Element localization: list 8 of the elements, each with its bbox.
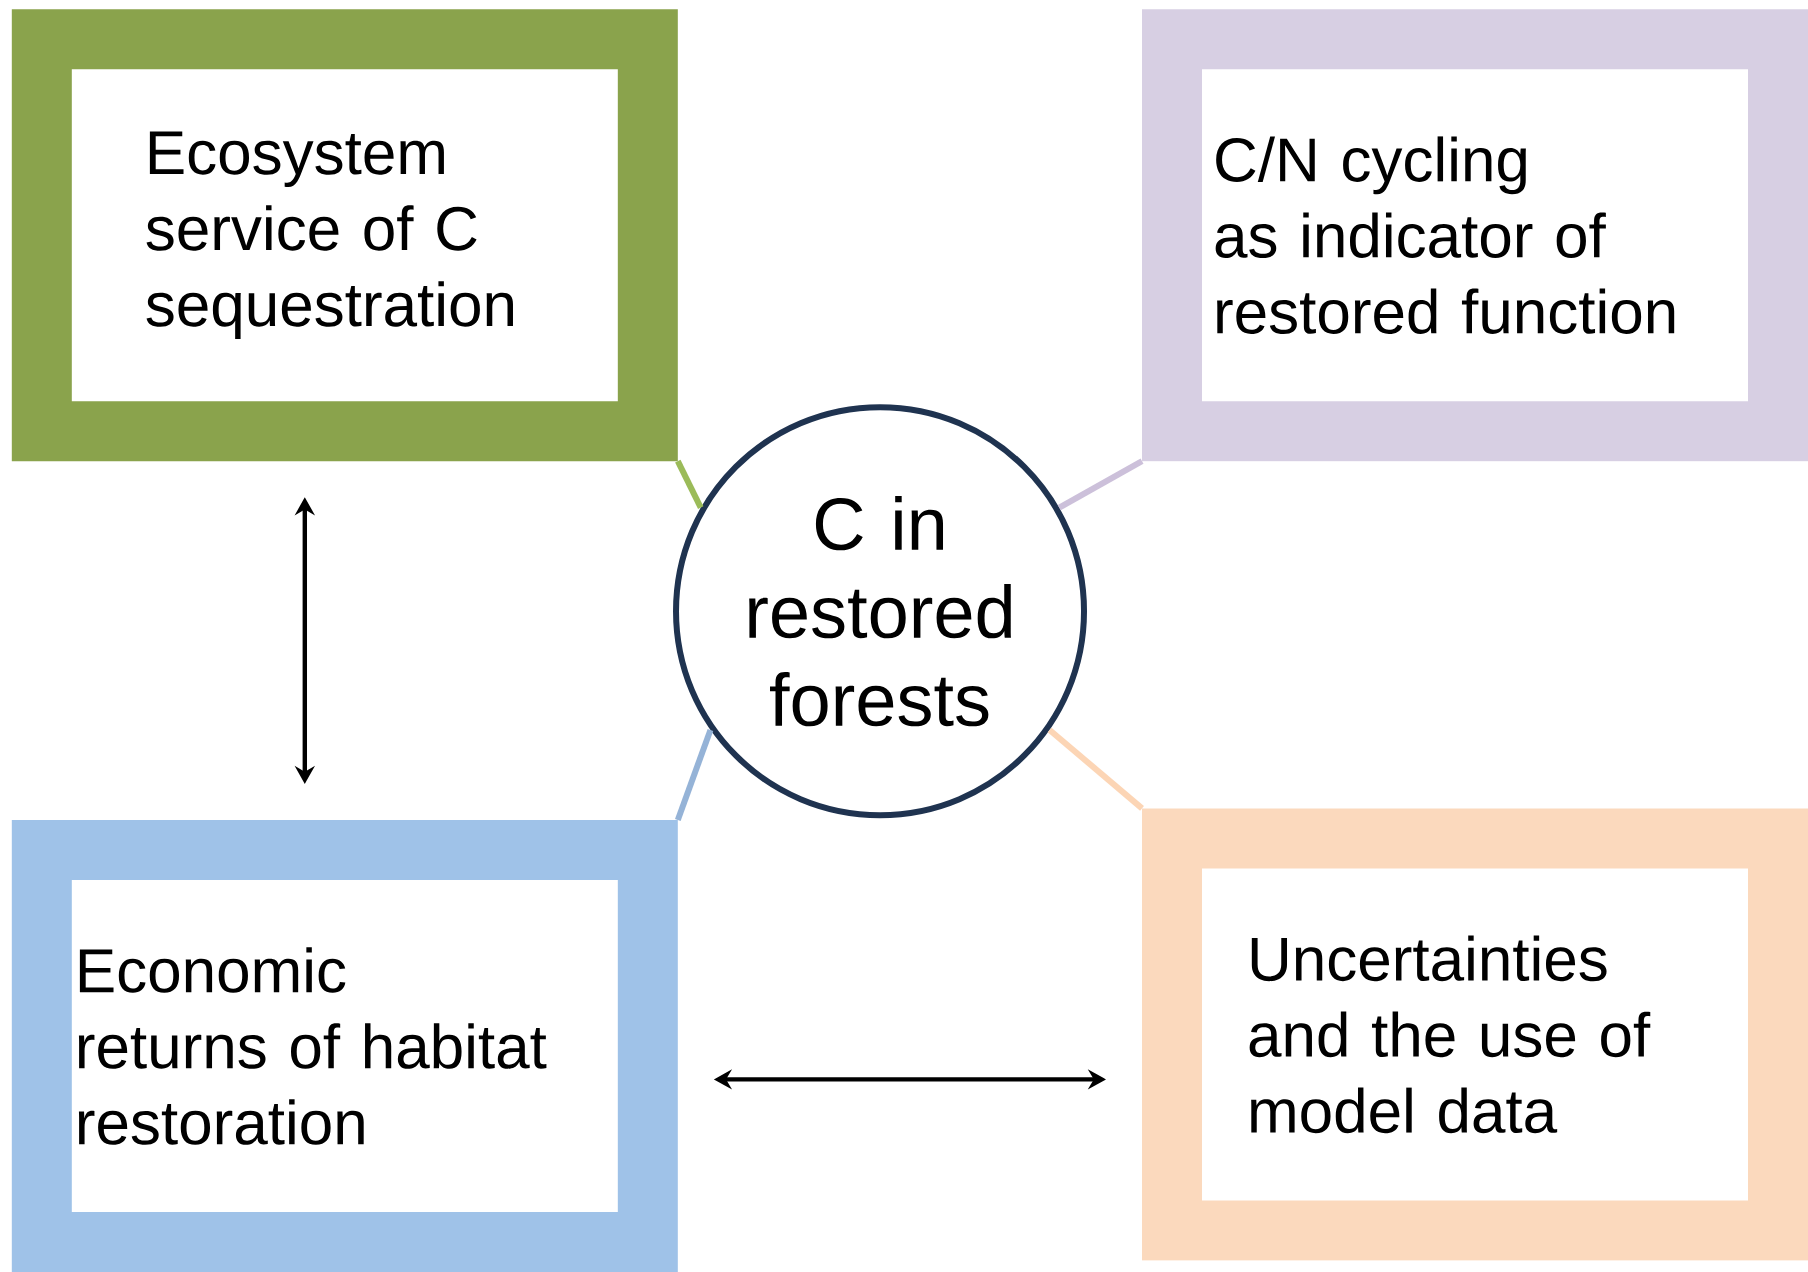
framed-box: Uncertainties and the use of model data (1142, 808, 1808, 1261)
framed-box: Economic returns of habitat restoration (11, 820, 678, 1272)
connector-line (1057, 458, 1144, 511)
framed-box: C/N cycling as indicator of restored function (1142, 9, 1808, 462)
framed-box: Ecosystem service of C sequestration (11, 9, 678, 462)
connector-line (675, 728, 714, 822)
connector-line (675, 459, 704, 510)
connector-line (1047, 727, 1144, 811)
